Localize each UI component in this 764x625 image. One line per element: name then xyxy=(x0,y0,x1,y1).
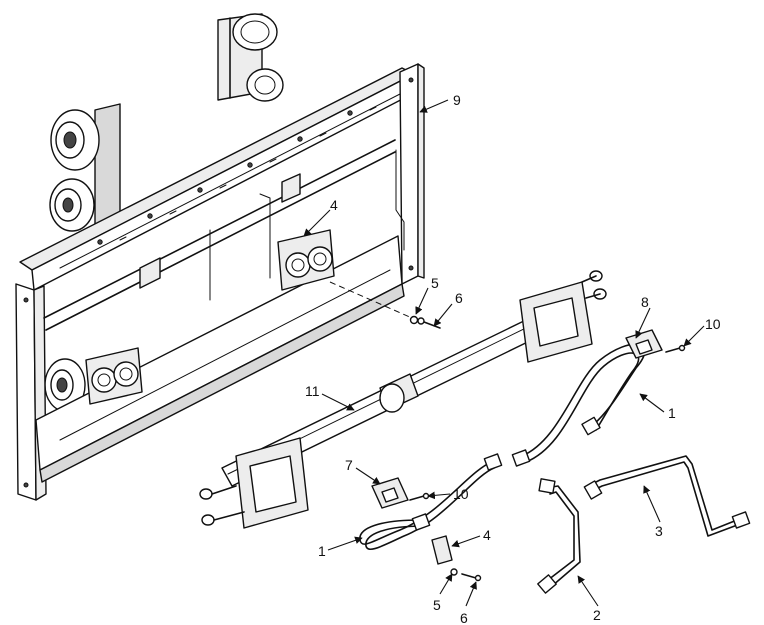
lower-clamp xyxy=(85,347,143,405)
callout-7: 7 xyxy=(345,457,353,473)
callout-6-lower: 6 xyxy=(460,610,468,625)
callout-10-lower: 10 xyxy=(453,486,469,502)
callout-6-upper: 6 xyxy=(455,290,463,306)
callout-11: 11 xyxy=(305,383,320,399)
tube-2 xyxy=(537,478,581,594)
callout-1-lower: 1 xyxy=(318,543,326,559)
callout-5-upper: 5 xyxy=(431,275,439,291)
alignment-line xyxy=(329,281,413,319)
screw-upper xyxy=(665,344,686,353)
upper-clamp xyxy=(277,229,335,291)
clamp-lower-loose xyxy=(431,535,482,582)
mast-channel xyxy=(217,13,284,102)
callout-3: 3 xyxy=(655,523,663,539)
carriage-frame xyxy=(15,13,425,501)
callout-2: 2 xyxy=(593,607,601,623)
callout-10-upper: 10 xyxy=(705,316,721,332)
leader-lines xyxy=(303,99,705,607)
tube-3 xyxy=(583,455,751,537)
hose-lower xyxy=(359,453,503,551)
callout-labels: 9 4 5 6 8 10 1 11 7 10 4 1 5 6 2 3 xyxy=(305,92,721,625)
callout-1-upper: 1 xyxy=(668,405,676,421)
upper-fasteners xyxy=(409,315,441,329)
callout-8: 8 xyxy=(641,294,649,310)
side-rollers xyxy=(44,103,121,412)
bracket-lower xyxy=(371,477,409,509)
callout-5-lower: 5 xyxy=(433,597,441,613)
screw-lower xyxy=(409,492,430,501)
callout-4-upper: 4 xyxy=(330,197,338,213)
callout-9: 9 xyxy=(453,92,461,108)
callout-4-lower: 4 xyxy=(483,527,491,543)
hydraulic-cylinder xyxy=(199,270,607,529)
hose-upper xyxy=(511,343,646,467)
bracket-upper xyxy=(625,329,663,359)
top-bar-holes xyxy=(97,106,377,245)
